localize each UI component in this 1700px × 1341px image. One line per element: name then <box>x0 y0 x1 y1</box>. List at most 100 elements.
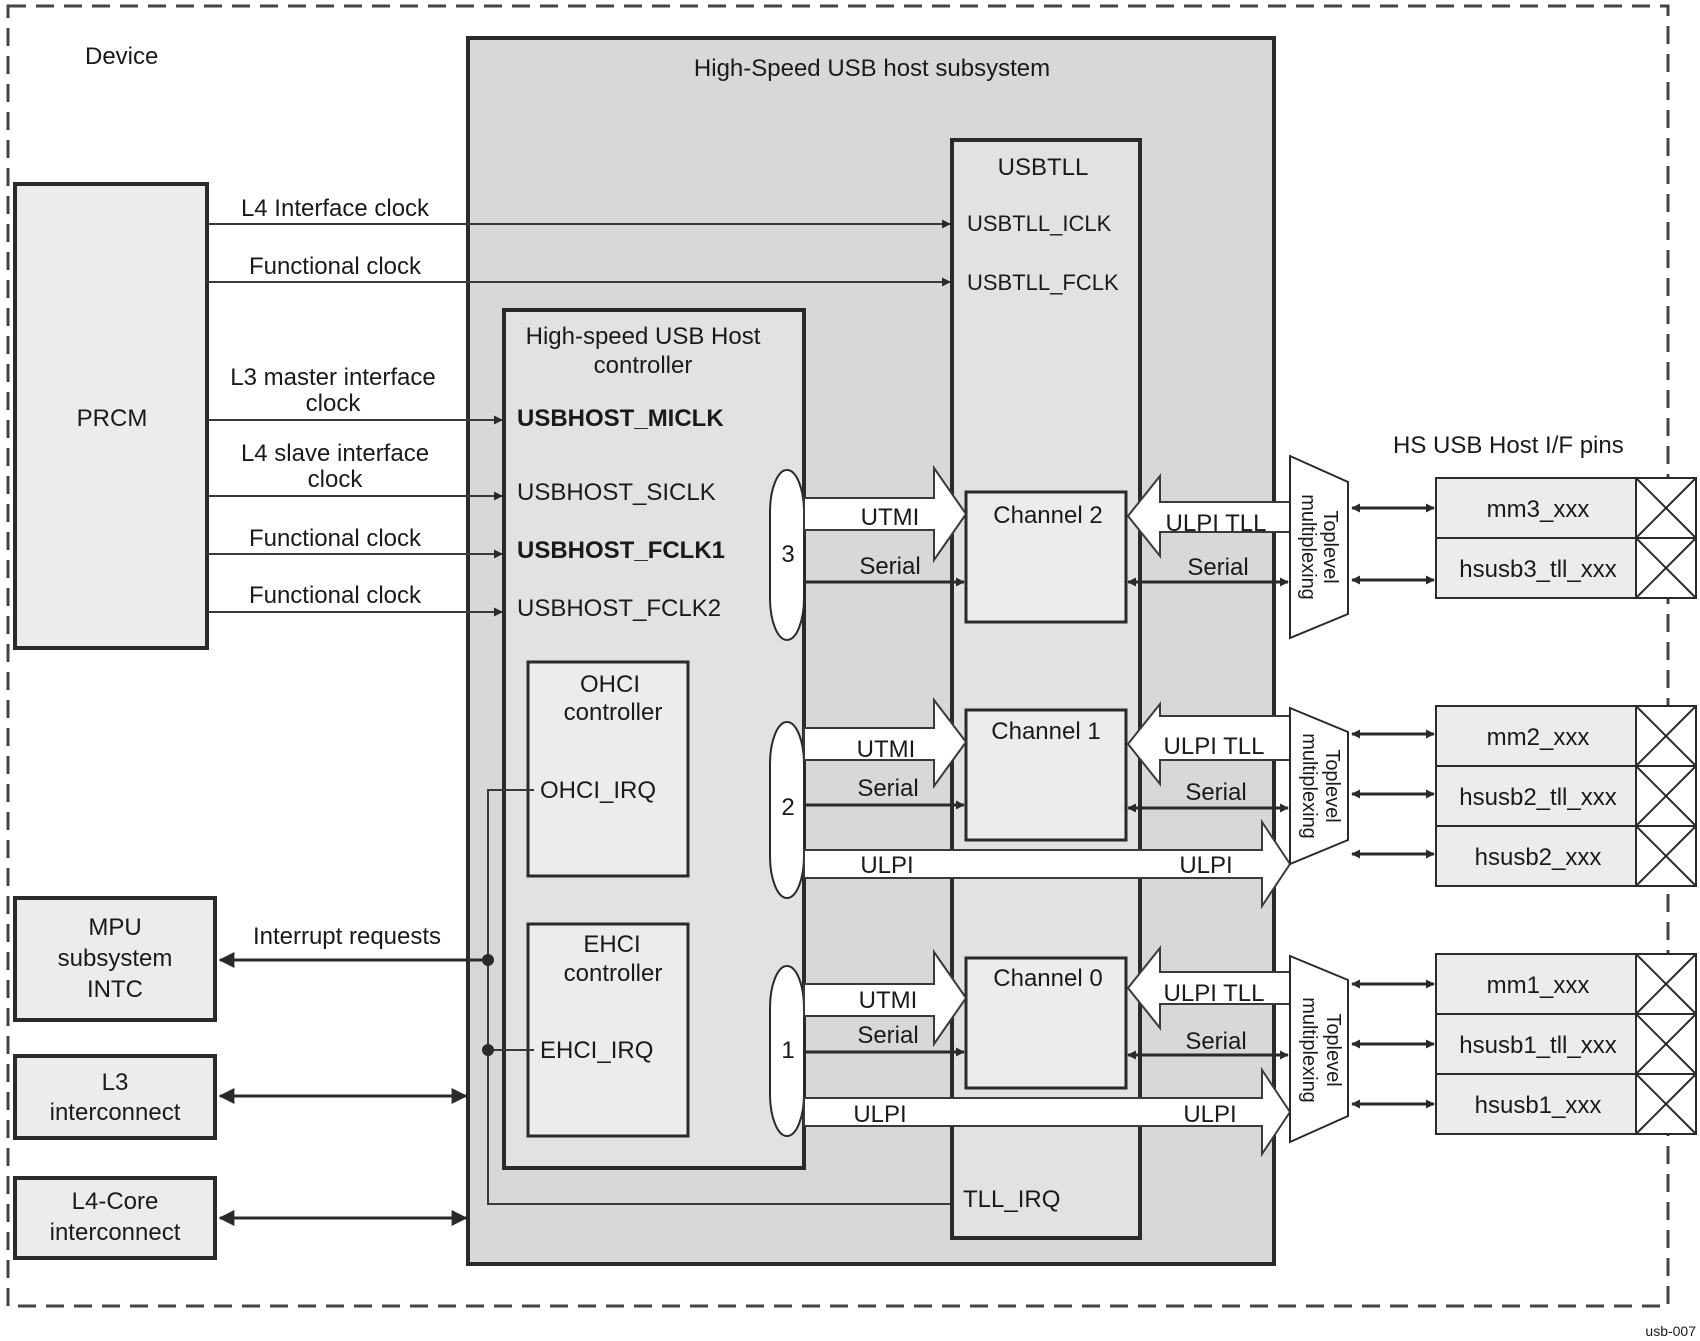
pin-mm1-pad-cross <box>1635 953 1697 1015</box>
channel-1-label: Channel 1 <box>991 718 1100 745</box>
ulpi-label-port2-left: ULPI <box>860 852 913 879</box>
pin-mm3-box <box>1435 477 1637 539</box>
mux-1-label-2: multiplexing <box>1298 997 1320 1103</box>
pin-hsusb2: hsusb2_xxx <box>1435 825 1697 887</box>
utmi-arrow-ch2 <box>803 464 968 564</box>
pin-hsusb1: hsusb1_xxx <box>1435 1073 1697 1135</box>
ulpi-label-port1-left: ULPI <box>853 1101 906 1128</box>
pin-hsusb2-pad-cross <box>1635 825 1697 887</box>
ulpi-tll-arrow-ch0 <box>1126 945 1291 1031</box>
interrupt-requests-label: Interrupt requests <box>253 923 441 950</box>
mux-2-label-1: Toplevel <box>1321 749 1343 822</box>
pin-hsusb1-pad-cross <box>1635 1073 1697 1135</box>
host-controller-title-1: High-speed USB Host <box>526 323 761 350</box>
l3-label-1: L3 <box>102 1069 129 1096</box>
pin-mm3: mm3_xxx <box>1435 477 1697 539</box>
utmi-label-ch0: UTMI <box>859 987 918 1014</box>
port-1-label: 1 <box>781 1037 794 1064</box>
pin-mm2-pad-cross <box>1635 705 1697 767</box>
usbhost-fclk1-port: USBHOST_FCLK1 <box>517 537 725 564</box>
serial-label-ch2-right: Serial <box>1187 554 1248 581</box>
channel-1 <box>964 708 1128 842</box>
channel-0-label: Channel 0 <box>993 965 1102 992</box>
device-label: Device <box>85 43 158 70</box>
pin-hsusb2-tll-box <box>1435 765 1637 827</box>
figure-reference: usb-007 <box>1645 1323 1696 1339</box>
port-3-ellipse <box>769 469 805 641</box>
ohci-irq-label: OHCI_IRQ <box>540 777 656 804</box>
l4-slave-clock-label-2: clock <box>308 466 364 493</box>
l4-interface-clock-label: L4 Interface clock <box>241 195 430 222</box>
toplevel-mux-3 <box>1289 454 1349 640</box>
pin-hsusb2-label: hsusb2_xxx <box>1475 844 1602 871</box>
usbhost-siclk-port: USBHOST_SICLK <box>517 479 716 506</box>
l3-interconnect <box>13 1054 217 1140</box>
port-3-label: 3 <box>781 541 794 568</box>
pin-hsusb2-tll-label: hsusb2_tll_xxx <box>1459 784 1616 811</box>
serial-label-ch0: Serial <box>857 1022 918 1049</box>
toplevel-mux-1 <box>1289 954 1349 1144</box>
l3-master-clock-label-1: L3 master interface <box>230 364 435 391</box>
mux-2-label-2: multiplexing <box>1298 733 1320 839</box>
pin-mm3-pad-cross <box>1635 477 1697 539</box>
toplevel-mux-2 <box>1289 706 1349 866</box>
pin-mm1: mm1_xxx <box>1435 953 1697 1015</box>
ohci-title-2: controller <box>564 699 663 726</box>
functional-clock-tll-label: Functional clock <box>249 253 422 280</box>
subsystem-title: High-Speed USB host subsystem <box>694 55 1050 82</box>
pin-mm3-label: mm3_xxx <box>1487 496 1590 523</box>
tll-irq-label: TLL_IRQ <box>963 1186 1060 1213</box>
channel-0 <box>964 956 1128 1090</box>
ohci-title-1: OHCI <box>580 671 640 698</box>
usbtll-iclk-port: USBTLL_ICLK <box>967 211 1112 236</box>
channel-2 <box>964 490 1128 624</box>
mux-3-label-2: multiplexing <box>1297 494 1319 600</box>
ulpi-tll-arrow-ch2 <box>1126 473 1291 559</box>
device-boundary <box>6 4 1670 1308</box>
pin-mm2-label: mm2_xxx <box>1487 724 1590 751</box>
ehci-irq-label: EHCI_IRQ <box>540 1037 653 1064</box>
utmi-arrow-ch1 <box>803 697 968 790</box>
serial-label-ch0-right: Serial <box>1185 1028 1246 1055</box>
pin-hsusb1-tll-pad-cross <box>1635 1013 1697 1075</box>
pin-hsusb1-tll: hsusb1_tll_xxx <box>1435 1013 1697 1075</box>
usbtll-fclk-port: USBTLL_FCLK <box>967 270 1119 295</box>
utmi-label-ch1: UTMI <box>857 736 916 763</box>
pin-hsusb1-box <box>1435 1073 1637 1135</box>
ohci-controller <box>526 660 690 878</box>
l3-label-2: interconnect <box>50 1099 181 1126</box>
l4core-label-1: L4-Core <box>72 1188 159 1215</box>
functional-clock-fclk1-label: Functional clock <box>249 525 422 552</box>
functional-clock-fclk2-label: Functional clock <box>249 582 422 609</box>
pin-hsusb1-tll-box <box>1435 1013 1637 1075</box>
serial-label-ch2: Serial <box>859 553 920 580</box>
mpu-label-1: MPU <box>88 914 141 941</box>
irq-junction-ehci <box>482 1044 494 1056</box>
pin-hsusb2-box <box>1435 825 1637 887</box>
utmi-label-ch2: UTMI <box>861 504 920 531</box>
mux-1-label-1: Toplevel <box>1322 1013 1344 1086</box>
l4-slave-clock-label-1: L4 slave interface <box>241 440 429 467</box>
ehci-controller <box>526 922 690 1138</box>
pin-mm2: mm2_xxx <box>1435 705 1697 767</box>
serial-label-ch1: Serial <box>857 775 918 802</box>
utmi-arrow-ch0 <box>803 948 968 1048</box>
ohci-irq-wire <box>487 789 950 1205</box>
l4-core-interconnect <box>13 1176 217 1260</box>
pin-hsusb2-tll: hsusb2_tll_xxx <box>1435 765 1697 827</box>
l3-master-clock-label-2: clock <box>306 390 362 417</box>
ulpi-tll-label-ch2: ULPI TLL <box>1166 510 1267 537</box>
ulpi-tll-arrow-ch1 <box>1126 701 1291 787</box>
port-2-label: 2 <box>781 794 794 821</box>
l4core-label-2: interconnect <box>50 1219 181 1246</box>
usbtll-title: USBTLL <box>998 154 1089 181</box>
ehci-title-2: controller <box>564 960 663 987</box>
ulpi-arrow-port1 <box>803 1066 1292 1158</box>
ehci-title-1: EHCI <box>583 931 640 958</box>
mpu-label-2: subsystem <box>58 945 173 972</box>
pin-hsusb3-tll: hsusb3_tll_xxx <box>1435 537 1697 599</box>
prcm-block <box>13 182 209 650</box>
mpu-label-3: INTC <box>87 976 143 1003</box>
ulpi-tll-label-ch0: ULPI TLL <box>1164 980 1265 1007</box>
